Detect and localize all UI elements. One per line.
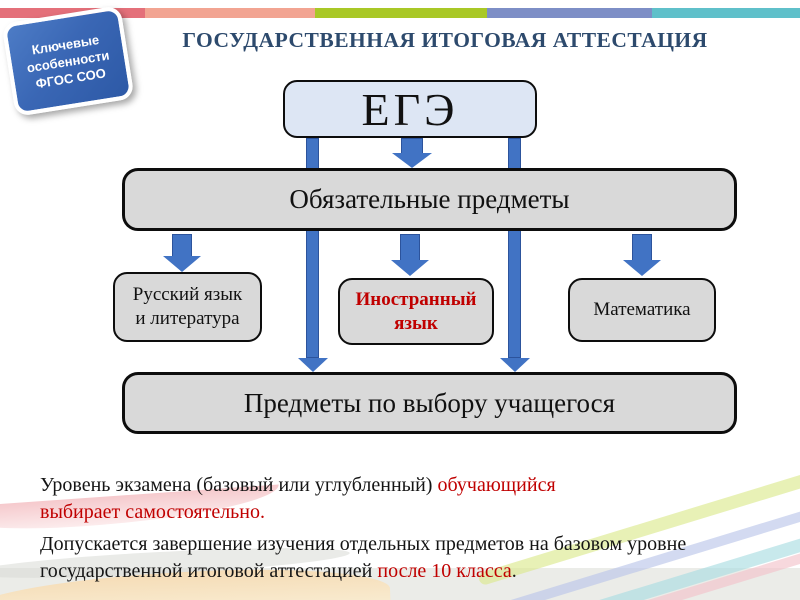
fgos-badge: Ключевые особенности ФГОС СОО: [1, 5, 135, 117]
note-exam-level-black: Уровень экзамена (базовый или углубленны…: [40, 474, 438, 496]
subject-math-label: Математика: [593, 299, 691, 320]
arrow-to-math: [632, 234, 652, 261]
note-exam-level-red: обучающийся выбирает самостоятельно.: [40, 474, 556, 523]
mandatory-subjects-label: Обязательные предметы: [289, 184, 570, 214]
note-early-completion-tail: .: [511, 560, 517, 582]
elective-subjects-label: Предметы по выбору учащегося: [243, 387, 616, 418]
subject-box-russian: Русский язык и литература: [113, 272, 262, 342]
slide-title: ГОСУДАРСТВЕННАЯ ИТОГОВАЯ АТТЕСТАЦИЯ: [182, 28, 708, 52]
note-early-completion-red: после 10 класса: [377, 560, 512, 582]
arrow-ege-to-mandatory-head-icon: [392, 153, 432, 168]
arrow-to-russian: [172, 234, 192, 257]
subject-foreign-line2: язык: [394, 312, 438, 334]
subject-russian-line1: Русский язык: [132, 284, 243, 305]
arrow-to-russian-head-icon: [163, 256, 201, 272]
subject-box-foreign-language: Иностранный язык: [338, 278, 494, 345]
arrow-to-foreign-head-icon: [391, 260, 429, 276]
connector-bar-left-arrowhead-icon: [298, 358, 328, 372]
note-early-completion-black: Допускается завершение изучения отдельны…: [40, 533, 687, 582]
note-early-completion: Допускается завершение изучения отдельны…: [40, 531, 735, 585]
strip-segment-teal: [652, 8, 800, 18]
arrow-to-foreign: [400, 234, 420, 261]
subject-russian-line2: и литература: [135, 308, 240, 329]
mandatory-subjects-box: Обязательные предметы: [122, 168, 737, 231]
subject-foreign-line1: Иностранный: [355, 288, 477, 310]
ege-box: ЕГЭ: [283, 80, 537, 138]
strip-segment-periwinkle: [487, 8, 652, 18]
ege-label: ЕГЭ: [361, 83, 459, 135]
connector-bar-right-arrowhead-icon: [500, 358, 530, 372]
strip-segment-salmon: [145, 8, 315, 18]
strip-segment-green: [315, 8, 487, 18]
arrow-to-math-head-icon: [623, 260, 661, 276]
arrow-ege-to-mandatory: [401, 138, 423, 154]
subject-box-math: Математика: [568, 278, 716, 342]
note-exam-level: Уровень экзамена (базовый или углубленны…: [40, 472, 640, 526]
elective-subjects-box: Предметы по выбору учащегося: [122, 372, 737, 434]
